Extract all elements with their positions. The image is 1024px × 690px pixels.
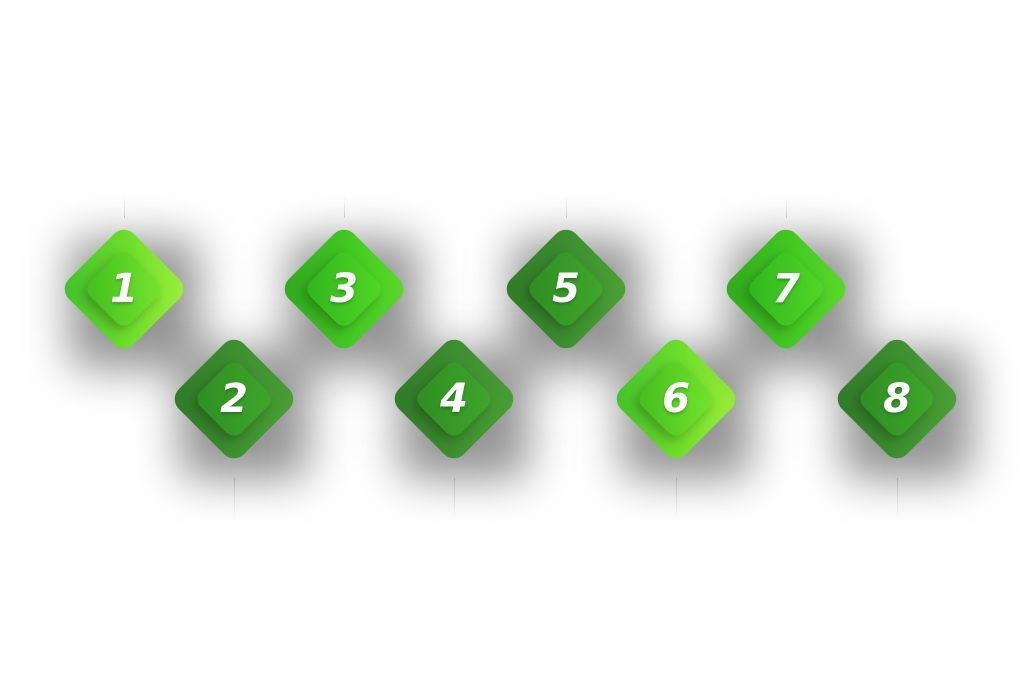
step-1-number: 1 bbox=[110, 266, 138, 312]
step-5-diamond: 5 bbox=[500, 223, 641, 369]
step-5-number: 5 bbox=[552, 266, 580, 312]
connector-line-4 bbox=[454, 478, 455, 520]
step-3-number: 3 bbox=[330, 266, 358, 312]
step-8-diamond: 8 bbox=[831, 333, 972, 479]
step-2-number: 2 bbox=[220, 376, 248, 422]
connector-line-2 bbox=[234, 478, 235, 520]
step-4-diamond: 4 bbox=[388, 333, 529, 479]
step-1-diamond: 1 bbox=[58, 223, 199, 369]
step-6-diamond: 6 bbox=[610, 333, 751, 479]
connector-line-3 bbox=[344, 196, 345, 218]
connector-line-7 bbox=[786, 196, 787, 218]
connector-line-6 bbox=[676, 478, 677, 520]
step-2-diamond: 2 bbox=[168, 333, 309, 479]
step-4-number: 4 bbox=[440, 376, 468, 422]
connector-line-8 bbox=[897, 478, 898, 520]
step-8-number: 8 bbox=[883, 376, 911, 422]
connector-line-5 bbox=[566, 196, 567, 218]
step-3-diamond: 3 bbox=[278, 223, 419, 369]
step-6-number: 6 bbox=[662, 376, 690, 422]
step-7-number: 7 bbox=[772, 266, 800, 312]
step-7-diamond: 7 bbox=[720, 223, 861, 369]
connector-line-1 bbox=[124, 196, 125, 218]
